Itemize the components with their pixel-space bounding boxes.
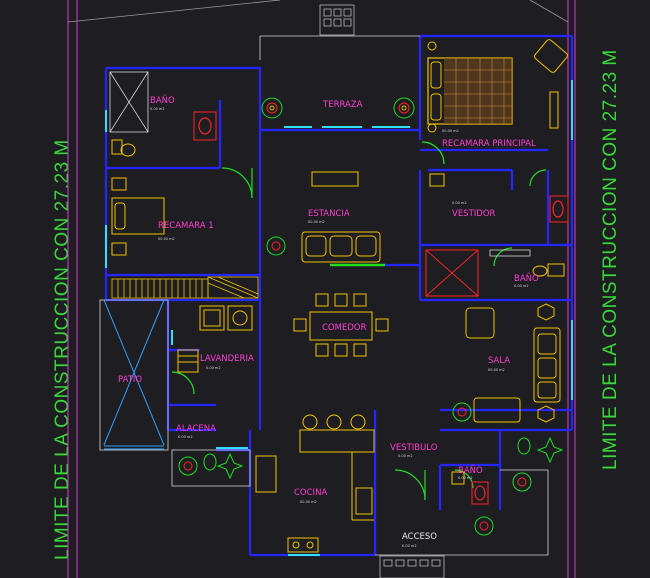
svg-text:00.00 m2: 00.00 m2	[300, 500, 317, 504]
room-label-vestidor: VESTIDOR	[452, 209, 496, 219]
svg-text:00.00 m2: 00.00 m2	[488, 368, 505, 372]
plant-icon	[452, 402, 472, 422]
plant-icon	[474, 516, 494, 536]
master-bed	[427, 39, 568, 133]
property-lines	[67, 0, 576, 578]
room-label-vestibulo: VESTIBULO	[390, 443, 438, 453]
windows	[105, 80, 573, 556]
estancia-furniture	[301, 171, 381, 263]
vestidor-fixtures	[425, 173, 569, 297]
plant-icon	[393, 97, 415, 119]
room-label-bano-1: BAÑO	[150, 95, 175, 106]
plant-icon	[266, 236, 286, 256]
room-label-patio: PATIO	[118, 375, 142, 385]
svg-text:0.00 m2: 0.00 m2	[402, 544, 417, 548]
room-label-recamara-1: RECAMARA 1	[158, 221, 214, 231]
plant-icon	[261, 97, 283, 119]
sala-furniture	[465, 303, 561, 423]
bano-1-fixtures	[109, 71, 217, 157]
room-label-lavanderia: LAVANDERIA	[200, 354, 254, 364]
room-label-recamara-principal: RECAMARA PRINCIPAL	[442, 139, 536, 149]
svg-text:0.00 m2: 0.00 m2	[514, 284, 529, 288]
room-label-bano-2: BAÑO	[514, 273, 539, 284]
door-swings	[171, 141, 547, 501]
svg-text:0.00 m2: 0.00 m2	[150, 107, 165, 111]
svg-text:00.00 m2: 00.00 m2	[308, 220, 325, 224]
room-label-cocina: COCINA	[294, 488, 327, 498]
top-boundary	[67, 0, 569, 23]
plant-icon	[512, 472, 532, 492]
svg-text:0.00 m2: 0.00 m2	[452, 201, 467, 205]
svg-text:00.00 m2: 00.00 m2	[442, 129, 459, 133]
laundry-appliances	[177, 305, 253, 373]
room-label-sala: SALA	[488, 356, 510, 366]
outlines	[99, 35, 549, 556]
kitchen-fixtures	[255, 414, 375, 553]
recamara-1-furniture	[111, 177, 165, 256]
closet-hatch	[111, 276, 259, 299]
room-labels: BAÑO 0.00 m2 RECAMARA 1 00.00 m2 TERRAZA…	[118, 95, 539, 548]
plant-icon	[203, 453, 217, 471]
room-label-estancia: ESTANCIA	[308, 209, 350, 219]
svg-text:00.00 m2: 00.00 m2	[158, 237, 175, 241]
plant-icon	[178, 456, 198, 476]
room-label-bano-3: BAÑO	[458, 465, 483, 476]
svg-text:0.00 m2: 0.00 m2	[178, 435, 193, 439]
plant-icon	[536, 436, 564, 464]
walls	[104, 34, 574, 557]
plant-icon	[216, 452, 244, 480]
patio-grate	[103, 299, 165, 450]
room-label-comedor: COMEDOR	[322, 323, 367, 333]
plant-icon-group	[178, 97, 564, 536]
bano-3-fixtures	[451, 471, 489, 505]
svg-text:0.00 m2: 0.00 m2	[206, 366, 221, 370]
room-label-acceso: ACCESO	[402, 532, 437, 542]
vent-grid-bottom	[379, 555, 445, 578]
room-label-alacena: ALACENA	[176, 424, 216, 434]
room-label-terraza: TERRAZA	[322, 100, 363, 110]
vent-grid-top	[319, 4, 355, 36]
dining-set	[293, 293, 389, 357]
plant-icon	[517, 437, 531, 455]
svg-text:0.00 m2: 0.00 m2	[398, 454, 413, 458]
svg-text:0.00 m2: 0.00 m2	[458, 476, 473, 480]
